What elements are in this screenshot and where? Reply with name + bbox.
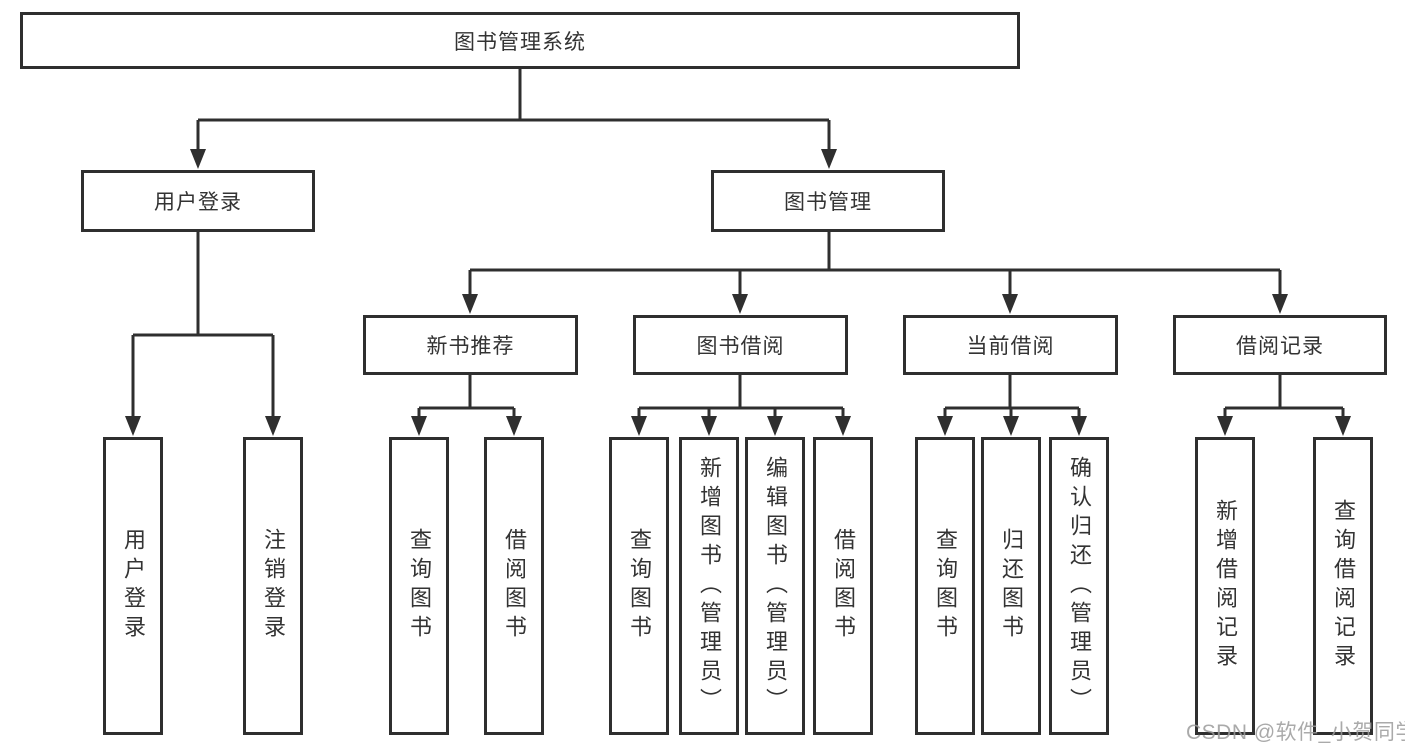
node-book-borrowing-label: 图书借阅 — [696, 335, 785, 358]
leaf-return-books-label: 归还图书 — [999, 528, 1024, 644]
leaf-add-books-admin-label: 新增图书（管理员） — [697, 455, 722, 717]
node-book-management-label: 图书管理 — [784, 191, 872, 214]
node-root-label: 图书管理系统 — [454, 30, 586, 54]
leaf-query-books-borrowing-label: 查询图书 — [627, 528, 652, 644]
leaf-edit-books-admin-label: 编辑图书（管理员） — [763, 455, 788, 717]
leaf-query-books-current-label: 查询图书 — [933, 528, 958, 644]
leaf-logout-label: 注销登录 — [261, 528, 286, 644]
node-borrowing-records: 借阅记录 — [1173, 315, 1387, 375]
leaf-query-books-current: 查询图书 — [915, 437, 975, 735]
leaf-confirm-return-admin-label: 确认归还（管理员） — [1067, 455, 1092, 717]
node-book-borrowing: 图书借阅 — [633, 315, 848, 375]
node-borrowing-records-label: 借阅记录 — [1236, 335, 1324, 358]
leaf-logout: 注销登录 — [243, 437, 303, 735]
node-current-borrowing: 当前借阅 — [903, 315, 1118, 375]
node-new-book-recommend-label: 新书推荐 — [426, 335, 515, 358]
leaf-borrow-books-borrowing: 借阅图书 — [813, 437, 873, 735]
node-root: 图书管理系统 — [20, 12, 1020, 69]
leaf-query-books-recommend: 查询图书 — [389, 437, 449, 735]
node-new-book-recommend: 新书推荐 — [363, 315, 578, 375]
leaf-return-books: 归还图书 — [981, 437, 1041, 735]
leaf-confirm-return-admin: 确认归还（管理员） — [1049, 437, 1109, 735]
leaf-query-books-borrowing: 查询图书 — [609, 437, 669, 735]
leaf-add-borrow-record: 新增借阅记录 — [1195, 437, 1255, 735]
leaf-query-borrow-record: 查询借阅记录 — [1313, 437, 1373, 735]
node-book-management: 图书管理 — [711, 170, 945, 232]
leaf-edit-books-admin: 编辑图书（管理员） — [745, 437, 805, 735]
watermark: CSDN @软件_小贺同学 — [1186, 721, 1405, 744]
leaf-add-borrow-record-label: 新增借阅记录 — [1213, 499, 1238, 673]
leaf-query-books-recommend-label: 查询图书 — [407, 528, 432, 644]
leaf-query-borrow-record-label: 查询借阅记录 — [1331, 499, 1356, 673]
leaf-borrow-books-recommend-label: 借阅图书 — [502, 528, 527, 644]
node-user-login: 用户登录 — [81, 170, 315, 232]
node-user-login-label: 用户登录 — [154, 191, 242, 214]
leaf-user-login: 用户登录 — [103, 437, 163, 735]
leaf-user-login-label: 用户登录 — [121, 528, 146, 644]
leaf-add-books-admin: 新增图书（管理员） — [679, 437, 739, 735]
node-current-borrowing-label: 当前借阅 — [966, 335, 1055, 358]
leaf-borrow-books-recommend: 借阅图书 — [484, 437, 544, 735]
leaf-borrow-books-borrowing-label: 借阅图书 — [831, 528, 856, 644]
